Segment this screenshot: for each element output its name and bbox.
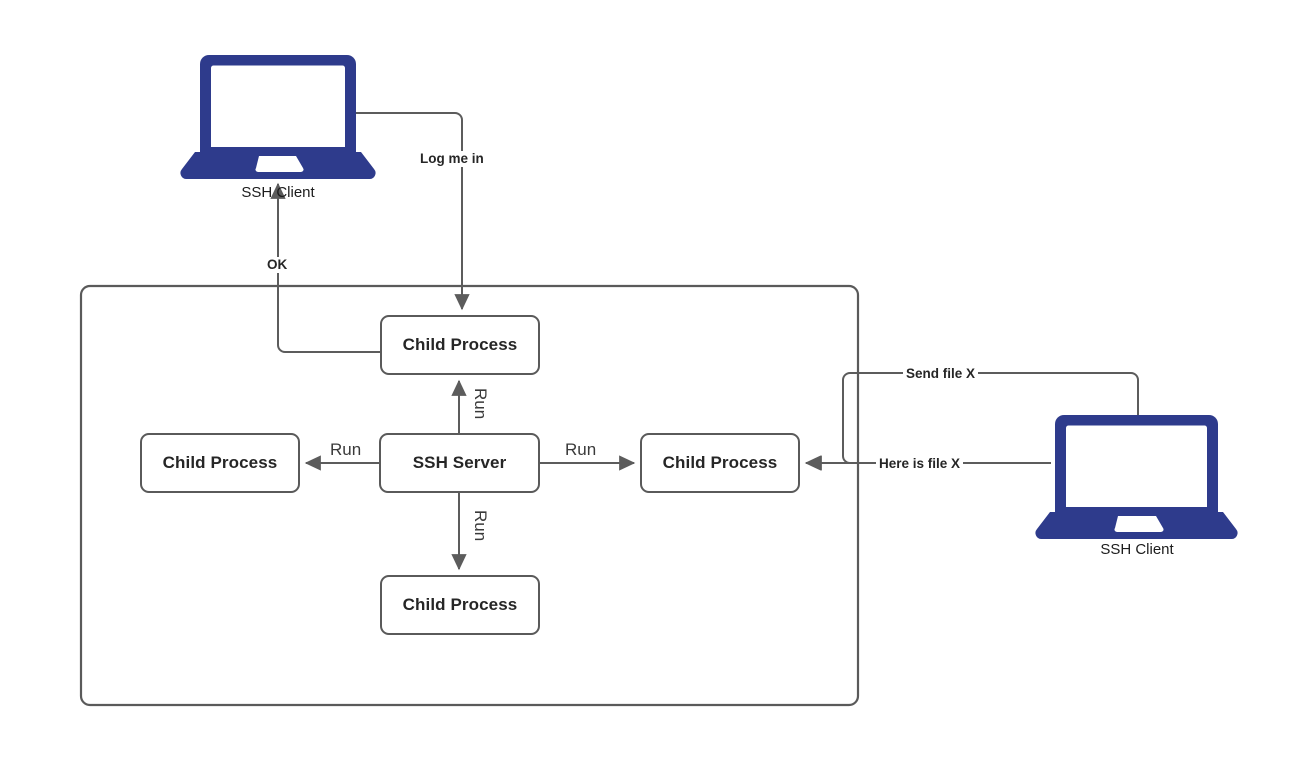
laptop-icon-ssh-client-top: [180, 55, 376, 180]
edge-label-send-file-x: Send file X: [903, 366, 979, 382]
edge-label-run-left: Run: [327, 441, 365, 458]
edge-label-ok: OK: [265, 257, 290, 273]
node-child-process-right[interactable]: Child Process: [640, 433, 800, 493]
node-label: Child Process: [402, 595, 518, 614]
device-label-ssh-client-top: SSH Client: [241, 184, 315, 201]
edge-login-ok: [270, 182, 380, 353]
edge-label-run-right: Run: [562, 441, 600, 458]
ssh-server-host-boundary: [79, 284, 860, 707]
edge-login-request: [356, 112, 470, 311]
node-label: Child Process: [162, 453, 278, 472]
laptop-icon-ssh-client-right: [1035, 415, 1238, 540]
node-label: Child Process: [402, 335, 518, 354]
edge-label-here-is-file-x: Here is file X: [876, 456, 964, 472]
node-label: Child Process: [662, 453, 778, 472]
edge-label-run-down: Run: [471, 508, 490, 544]
node-label: SSH Server: [412, 453, 507, 472]
node-child-process-bottom[interactable]: Child Process: [380, 575, 540, 635]
node-ssh-server[interactable]: SSH Server: [379, 433, 540, 493]
device-label-ssh-client-right: SSH Client: [1100, 541, 1174, 558]
edge-send-file: [804, 372, 1139, 471]
node-child-process-left[interactable]: Child Process: [140, 433, 300, 493]
edge-label-log-me-in: Log me in: [418, 151, 486, 167]
node-child-process-top[interactable]: Child Process: [380, 315, 540, 375]
edge-label-run-up: Run: [471, 386, 490, 422]
